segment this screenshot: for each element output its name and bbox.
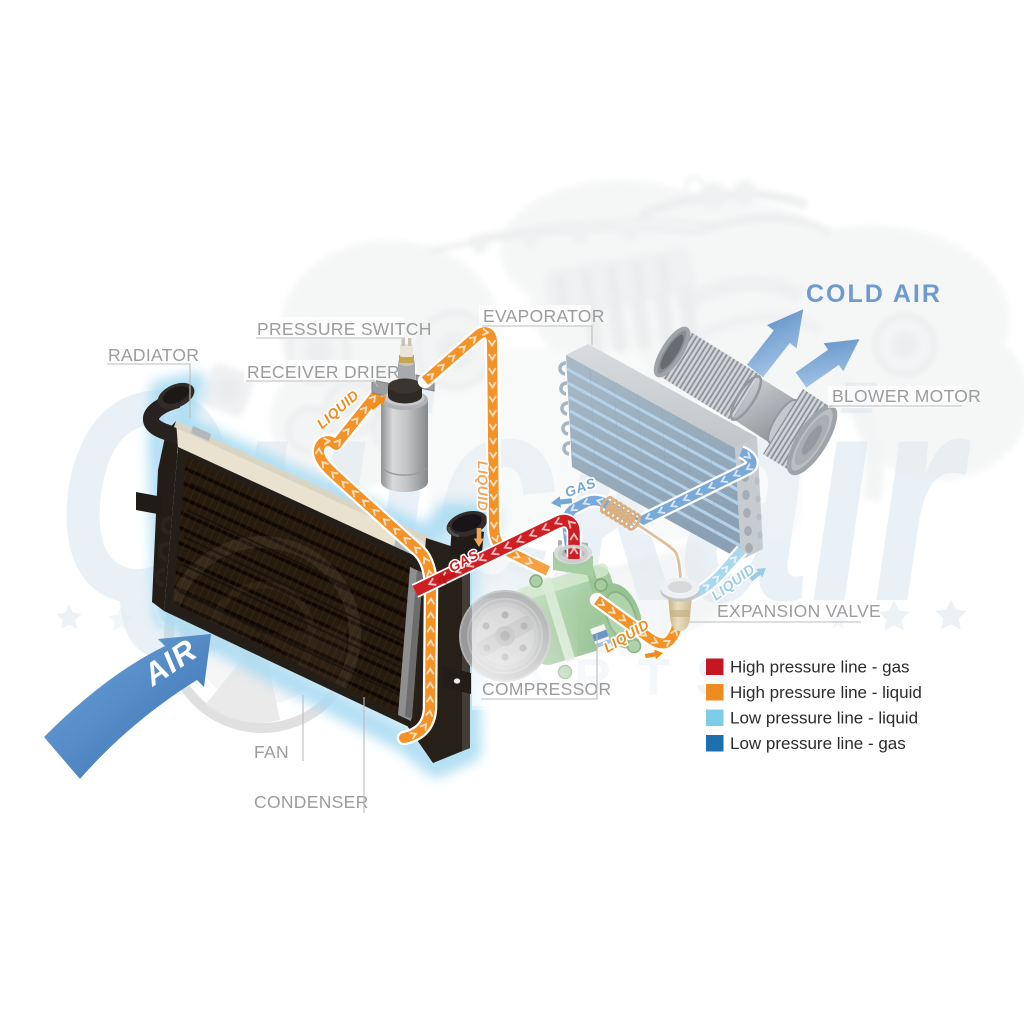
flow-chevrons [426, 327, 534, 565]
legend-item-2: Low pressure line - liquid [706, 709, 918, 728]
svg-text:COMPRESSOR: COMPRESSOR [482, 679, 611, 699]
cold-air-group: COLD AIR [747, 280, 942, 388]
label-evaporator: EVAPORATOR [479, 305, 605, 345]
label-compressor: COMPRESSOR [481, 634, 611, 700]
expansion-valve-unit [660, 577, 700, 631]
cold-air-arrow-icon-2 [795, 339, 860, 388]
label-pressure-switch: PRESSURE SWITCH [254, 317, 432, 346]
flow-chevrons [427, 516, 579, 586]
svg-text:CONDENSER: CONDENSER [254, 792, 369, 812]
evaporator-unit [558, 344, 763, 560]
component-labels: RADIATOR PRESSURE SWITCH RECEIVER DRIER … [107, 305, 981, 813]
label-fan: FAN [254, 695, 304, 762]
legend-swatch-high-gas [706, 658, 724, 675]
flow-label-liquid-2: LIQUID [474, 459, 493, 512]
legend-label: Low pressure line - liquid [730, 709, 918, 728]
svg-text:RADIATOR: RADIATOR [108, 345, 199, 365]
svg-text:RECEIVER DRIER: RECEIVER DRIER [247, 362, 400, 382]
legend-item-0: High pressure line - gas [706, 658, 910, 677]
condenser-tube-loops [154, 515, 172, 588]
svg-text:LIQUID: LIQUID [475, 461, 491, 511]
cold-air-arrow-icon [747, 309, 804, 378]
air-arrow-icon [44, 634, 211, 779]
air-flow-group: AIR [44, 632, 211, 779]
label-blower-motor: BLOWER MOTOR [828, 386, 981, 419]
label-expansion-valve: EXPANSION VALVE [688, 601, 881, 623]
legend-swatch-high-liquid [706, 684, 724, 701]
compressor-fitting-collar [557, 544, 589, 564]
flow-chevrons [314, 394, 436, 740]
legend-label: High pressure line - gas [730, 658, 910, 677]
svg-text:EXPANSION VALVE: EXPANSION VALVE [717, 601, 881, 621]
capillary-line [610, 505, 684, 585]
svg-text:EVAPORATOR: EVAPORATOR [483, 306, 605, 326]
label-condenser: CONDENSER [254, 697, 369, 813]
receiver-drier-unit [371, 338, 435, 492]
legend-swatch-low-liquid [706, 709, 724, 726]
pipe-high-pressure-liquid-1 [311, 382, 439, 746]
legend-label: High pressure line - liquid [730, 683, 922, 702]
legend-swatch-low-gas [706, 735, 724, 752]
pipe-high-pressure-gas [411, 513, 589, 598]
label-radiator: RADIATOR [107, 345, 199, 418]
legend: High pressure line - gas High pressure l… [706, 658, 922, 753]
svg-text:FAN: FAN [254, 742, 289, 762]
legend-label: Low pressure line - gas [730, 734, 906, 753]
sensing-coil [600, 496, 641, 531]
cold-air-label: COLD AIR [806, 280, 942, 308]
label-receiver-drier: RECEIVER DRIER [244, 360, 400, 388]
drier-cylinder [381, 378, 428, 492]
svg-text:PRESSURE SWITCH: PRESSURE SWITCH [257, 319, 432, 339]
legend-item-3: Low pressure line - gas [706, 734, 906, 753]
legend-item-1: High pressure line - liquid [706, 683, 922, 702]
radiator-inlet-elbow [143, 382, 195, 444]
svg-text:BLOWER MOTOR: BLOWER MOTOR [832, 386, 981, 406]
bracket-left [136, 492, 163, 515]
